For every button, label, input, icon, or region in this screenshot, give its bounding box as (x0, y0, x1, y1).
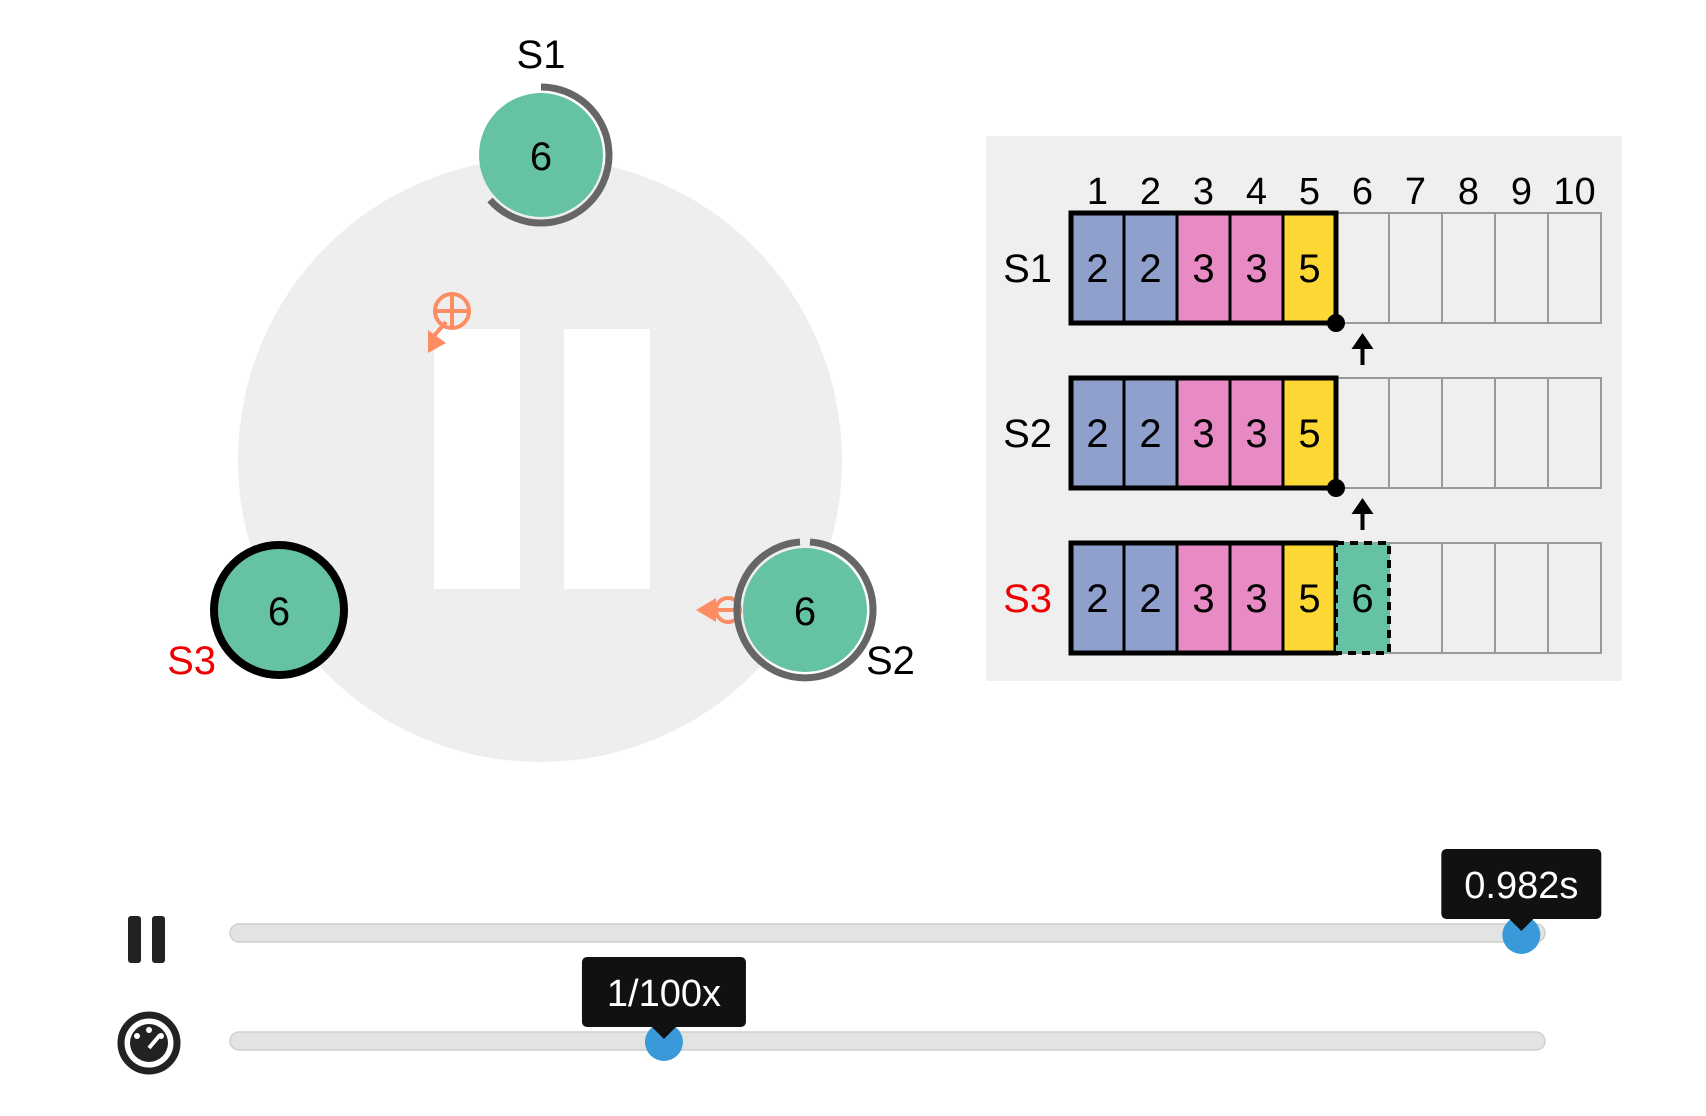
log-committed-outline (1068, 375, 1339, 491)
log-entry-term: 6 (1351, 577, 1373, 621)
speed-slider[interactable] (229, 1023, 1546, 1061)
next-index-arrow-icon (1351, 333, 1374, 365)
cluster-ring (238, 158, 842, 762)
log-entry-term: 3 (1192, 412, 1214, 456)
election-timer-arc (733, 538, 877, 682)
server-label: S1 (517, 33, 566, 77)
server-node[interactable] (743, 548, 867, 672)
log-index-label: 9 (1511, 171, 1532, 213)
log-entry-uncommitted[interactable] (1334, 541, 1391, 655)
append-entries-message-icon[interactable] (428, 292, 471, 353)
log-entry-term: 2 (1139, 577, 1161, 621)
server-label: S3 (167, 639, 216, 683)
log-index-label: 5 (1299, 171, 1320, 213)
log-entry-term: 3 (1245, 247, 1267, 291)
log-entry-term: 2 (1086, 247, 1108, 291)
server-s1[interactable]: 6 S1 (479, 33, 613, 227)
log-entry-term: 2 (1086, 577, 1108, 621)
log-index-label: 4 (1246, 171, 1267, 213)
log-row-label: S3 (1003, 577, 1052, 621)
pause-overlay-icon[interactable] (434, 329, 650, 589)
log-entry-term: 3 (1192, 577, 1214, 621)
time-tooltip: 0.982s (1441, 849, 1602, 931)
log-entry[interactable] (1228, 541, 1285, 655)
pause-button[interactable] (128, 916, 165, 963)
server-s2[interactable]: 6 S2 (733, 538, 915, 683)
log-entry[interactable] (1175, 211, 1232, 325)
log-entry-term: 5 (1298, 577, 1320, 621)
server-term: 6 (268, 590, 290, 634)
time-label: 0.982s (1464, 865, 1578, 907)
match-index-dot (1327, 314, 1345, 332)
server-node[interactable] (479, 93, 603, 217)
log-index-label: 8 (1458, 171, 1479, 213)
server-term: 6 (794, 590, 816, 634)
log-index-label: 1 (1087, 171, 1108, 213)
log-entry-term: 3 (1245, 577, 1267, 621)
log-index-label: 10 (1553, 171, 1595, 213)
log-entry[interactable] (1281, 541, 1338, 655)
log-entry-term: 3 (1192, 247, 1214, 291)
log-slot (1547, 377, 1602, 489)
match-index-dot (1327, 479, 1345, 497)
next-index-arrow-icon (1351, 498, 1374, 530)
server-label: S2 (866, 639, 915, 683)
log-slot (1547, 542, 1602, 654)
log-row-label: S2 (1003, 412, 1052, 456)
time-slider[interactable] (229, 916, 1546, 954)
log-entry-term: 2 (1086, 412, 1108, 456)
log-entry[interactable] (1069, 376, 1126, 490)
log-entry-term: 2 (1139, 247, 1161, 291)
log-row-label: S1 (1003, 247, 1052, 291)
log-index-label: 2 (1140, 171, 1161, 213)
log-entry[interactable] (1122, 376, 1179, 490)
server-node[interactable] (210, 541, 348, 679)
speedometer-icon[interactable] (117, 1011, 181, 1075)
log-index-label: 6 (1352, 171, 1373, 213)
speed-label: 1/100x (607, 973, 721, 1015)
server-s3[interactable]: 6 S3 (167, 541, 348, 683)
log-entry-term: 5 (1298, 412, 1320, 456)
time-slider-handle[interactable] (1502, 916, 1541, 954)
log-entry-term: 3 (1245, 412, 1267, 456)
speed-slider-handle[interactable] (644, 1023, 683, 1061)
log-entry[interactable] (1175, 541, 1232, 655)
election-timer-arc (487, 83, 613, 227)
log-index-label: 3 (1193, 171, 1214, 213)
speed-tooltip: 1/100x (581, 957, 746, 1039)
log-entry-term: 2 (1139, 412, 1161, 456)
log-entry-term: 5 (1298, 247, 1320, 291)
log-slot (1547, 212, 1602, 324)
server-term: 6 (530, 135, 552, 179)
log-index-label: 7 (1405, 171, 1426, 213)
log-committed-outline (1068, 210, 1339, 326)
